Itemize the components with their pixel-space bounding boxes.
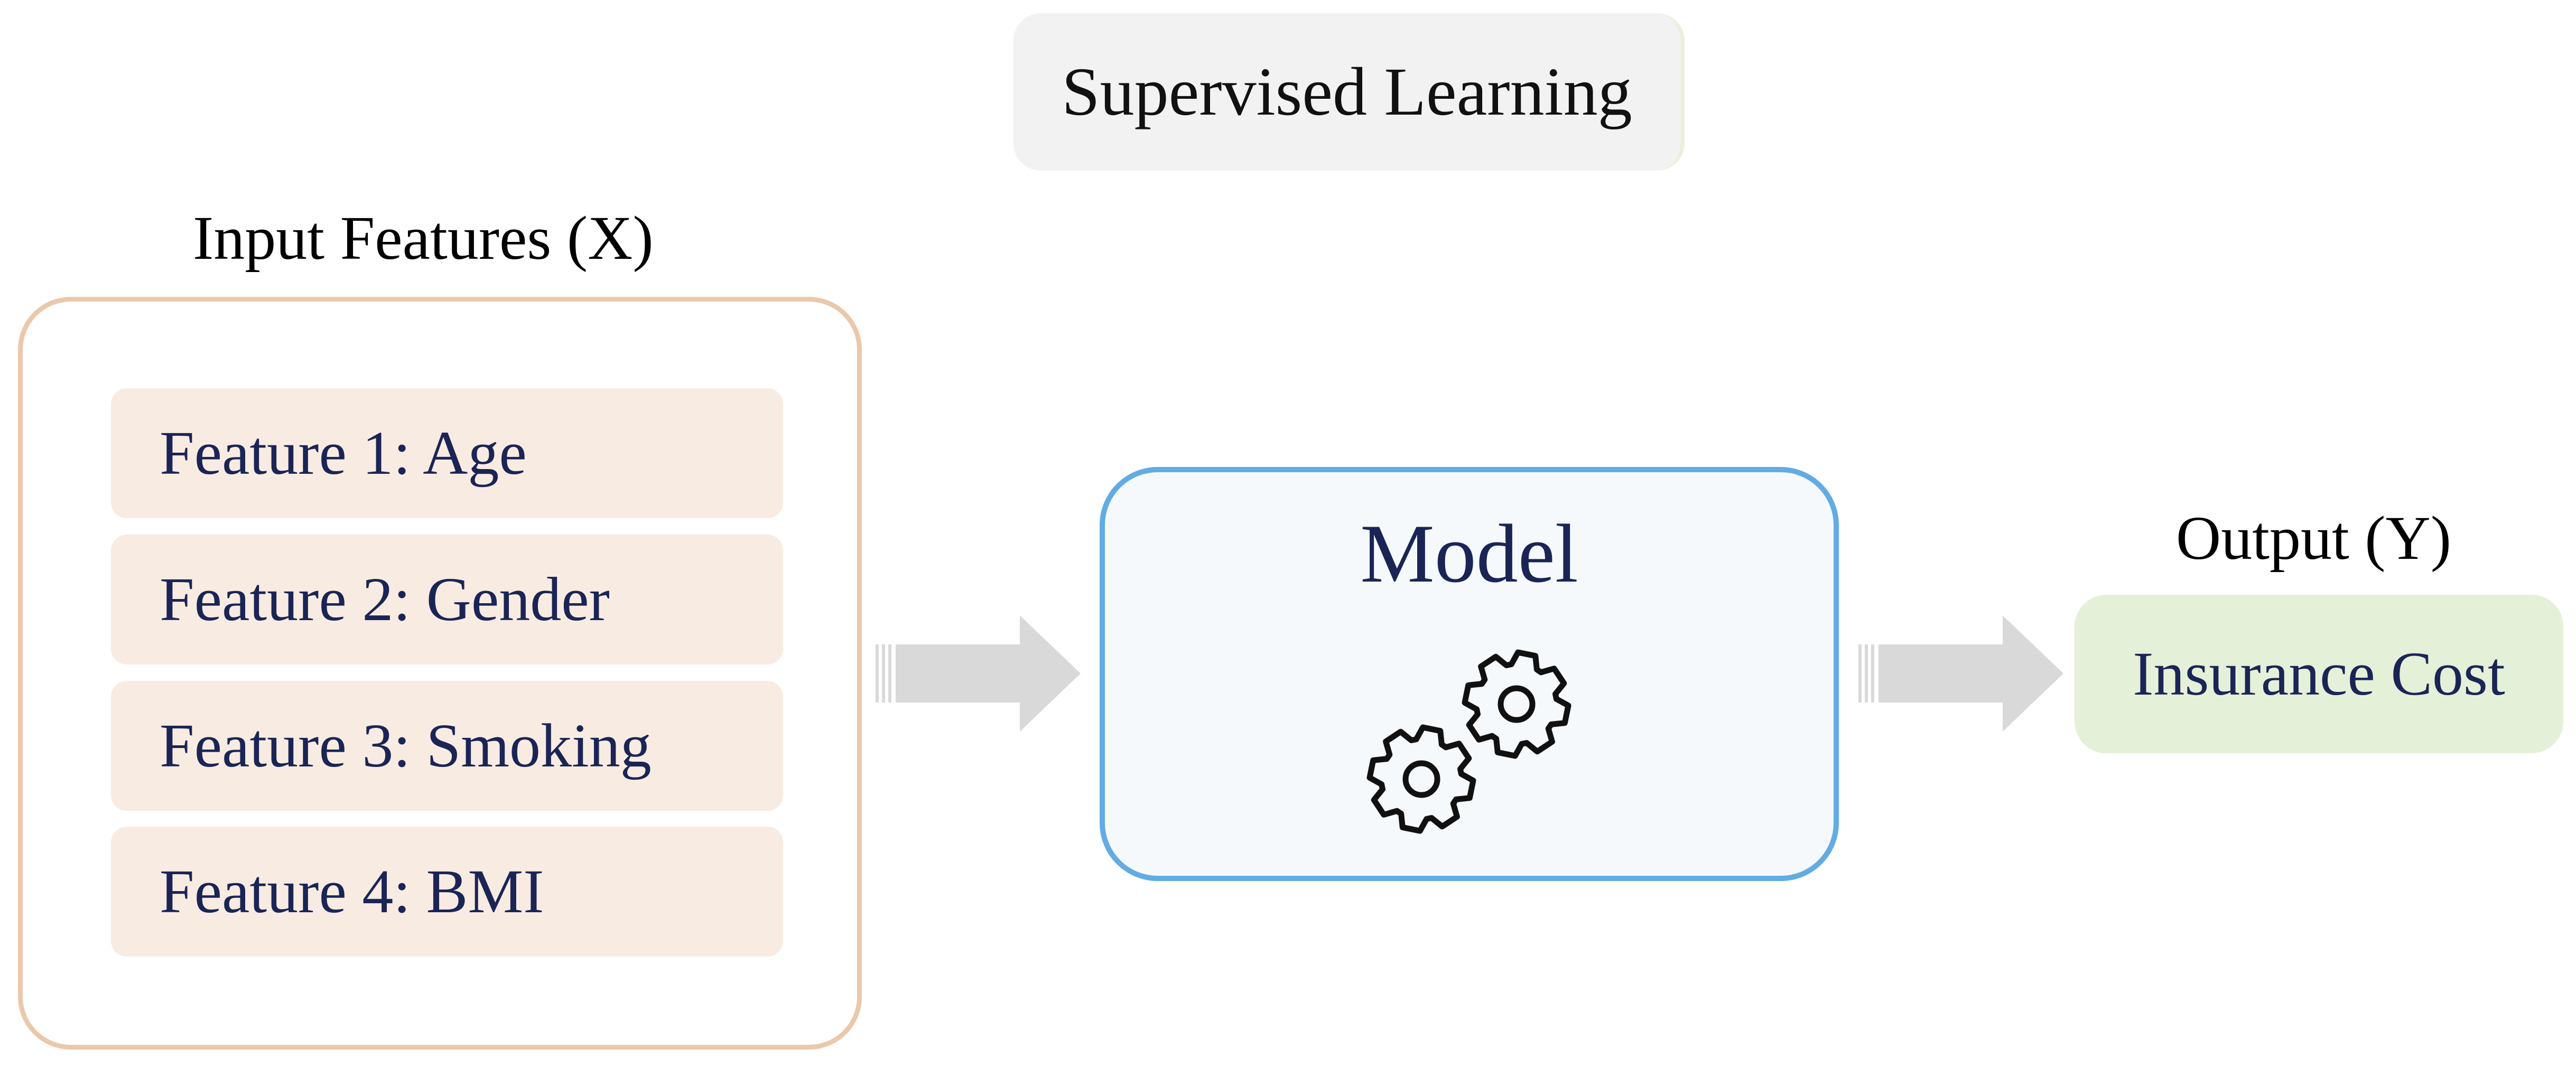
model-box xyxy=(1100,467,1839,881)
feature-label: Feature 3: Smoking xyxy=(160,711,652,780)
feature-item-age: Feature 1: Age xyxy=(111,388,783,518)
feature-label: Feature 4: BMI xyxy=(160,857,544,926)
diagram-title: Supervised Learning xyxy=(1013,13,1685,171)
output-box: Insurance Cost xyxy=(2075,595,2563,753)
output-label: Insurance Cost xyxy=(2133,639,2505,708)
feature-label: Feature 1: Age xyxy=(160,418,527,488)
model-label: Model xyxy=(1360,508,1578,600)
feature-label: Feature 2: Gender xyxy=(160,565,610,634)
input-to-model-arrow xyxy=(876,615,1081,732)
output-heading: Output (Y) xyxy=(2176,503,2452,573)
feature-item-bmi: Feature 4: BMI xyxy=(111,827,783,957)
gear-icon-small xyxy=(1366,724,1476,834)
gear-icon-small-hub xyxy=(1402,760,1440,798)
gears-icon xyxy=(1366,649,1571,834)
feature-item-smoking: Feature 3: Smoking xyxy=(111,681,783,811)
gear-icon-large xyxy=(1462,649,1571,759)
model-to-output-arrow xyxy=(1858,615,2063,732)
feature-item-gender: Feature 2: Gender xyxy=(111,535,783,664)
input-heading: Input Features (X) xyxy=(193,203,654,273)
diagram-title-text: Supervised Learning xyxy=(1062,54,1632,130)
gear-icon-large-hub xyxy=(1498,685,1536,723)
